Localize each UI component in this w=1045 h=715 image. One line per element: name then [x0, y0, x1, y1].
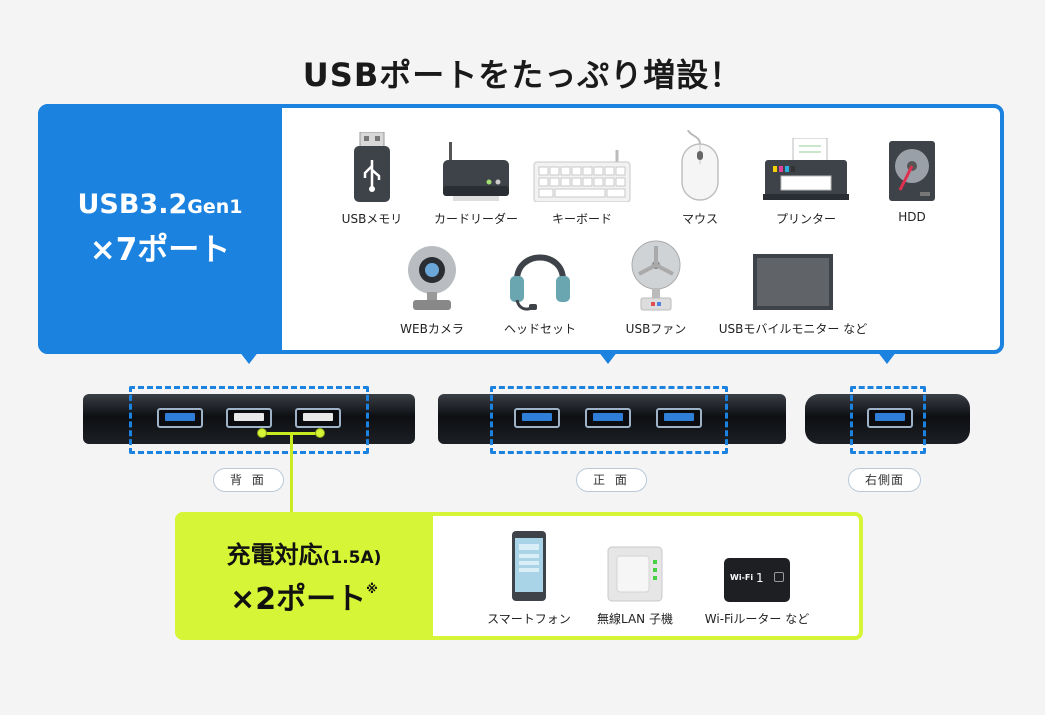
- usb-memory-icon: [354, 132, 390, 202]
- device-label: マウス: [681, 212, 718, 226]
- device-label: スマートフォン: [487, 612, 571, 626]
- router-screen-number: 1: [756, 571, 764, 585]
- device-mobile-monitor: USBモバイルモニター など: [708, 240, 878, 337]
- charge-port-marker: [257, 428, 267, 438]
- charge-port-marker: [315, 428, 325, 438]
- headline: USBポートをたっぷり増設！: [302, 56, 743, 94]
- highlight-side-port: [850, 386, 926, 454]
- device-keyboard: キーボード: [522, 130, 642, 227]
- charging-spec-label: 充電対応(1.5A) ×2ポート※: [175, 512, 433, 640]
- label-front: 正 面: [576, 468, 647, 492]
- hub-back-view: [83, 394, 415, 444]
- footnote-mark: ※: [366, 581, 378, 596]
- charging-title: 充電対応: [226, 540, 323, 569]
- device-label: USBメモリ: [341, 212, 403, 226]
- charge-connector-line: [290, 432, 293, 514]
- webcam-icon: [408, 246, 456, 310]
- usb-spec-label: USB3.2Gen1 ×7ポート: [38, 104, 282, 354]
- device-label: ヘッドセット: [503, 322, 576, 336]
- smartphone-icon: [512, 531, 546, 601]
- device-smartphone: スマートフォン: [469, 530, 589, 627]
- mobile-monitor-icon: [753, 254, 833, 310]
- usb-ports-panel: USB3.2Gen1 ×7ポート USBメモリ カードリ: [38, 104, 1004, 354]
- usb-spec-gen: Gen1: [187, 196, 243, 218]
- device-label: HDD: [898, 210, 926, 224]
- headset-icon: [510, 254, 570, 311]
- device-wifi-router: Wi-Fi 1 Wi-Fiルーター など: [687, 530, 827, 627]
- hub-side-view: [805, 394, 970, 444]
- device-label: 無線LAN 子機: [597, 612, 673, 626]
- device-label: キーボード: [551, 212, 612, 226]
- device-label: プリンター: [775, 212, 836, 226]
- pointer-front: [598, 351, 618, 364]
- wifi-router-icon: Wi-Fi 1: [724, 558, 790, 602]
- card-reader-icon: [443, 142, 509, 201]
- hdd-icon: [889, 141, 935, 201]
- device-hdd: HDD: [852, 130, 972, 224]
- usb-port-count: ×7ポート: [89, 232, 231, 268]
- usb-port: [514, 408, 560, 428]
- label-back: 背 面: [213, 468, 284, 492]
- pointer-right: [877, 351, 897, 364]
- wireless-lan-adapter-icon: [607, 546, 663, 602]
- usb-port: [157, 408, 203, 428]
- pointer-back: [239, 351, 259, 364]
- router-camera-icon: [774, 572, 784, 582]
- device-usb-memory: USBメモリ: [312, 130, 432, 227]
- device-label: USBファン: [625, 322, 687, 336]
- charging-current: (1.5A): [322, 547, 382, 568]
- highlight-front-ports: [490, 386, 728, 454]
- device-label: WEBカメラ: [400, 322, 464, 336]
- device-label: USBモバイルモニター など: [718, 322, 868, 336]
- usb-fan-icon: [631, 240, 681, 311]
- highlight-back-ports: [129, 386, 369, 454]
- device-card-reader: カードリーダー: [416, 130, 536, 227]
- keyboard-icon: [533, 150, 631, 202]
- usb-port: [656, 408, 702, 428]
- charging-port: [226, 408, 272, 428]
- charging-port: [295, 408, 341, 428]
- label-right-side: 右側面: [848, 468, 922, 492]
- device-headset: ヘッドセット: [480, 240, 600, 337]
- hub-front-view: [438, 394, 786, 444]
- device-label: Wi-Fiルーター など: [704, 612, 810, 626]
- device-mouse: マウス: [640, 130, 760, 227]
- device-printer: プリンター: [746, 130, 866, 227]
- usb-spec-version: USB3.2: [77, 189, 188, 220]
- printer-icon: [763, 138, 849, 200]
- mouse-icon: [681, 130, 719, 201]
- usb-port: [867, 408, 913, 428]
- usb-port: [585, 408, 631, 428]
- device-wireless-lan: 無線LAN 子機: [575, 530, 695, 627]
- charging-ports-panel: 充電対応(1.5A) ×2ポート※ スマートフォン 無線LAN 子機: [175, 512, 863, 640]
- device-label: カードリーダー: [433, 212, 518, 226]
- device-webcam: WEBカメラ: [372, 240, 492, 337]
- device-usb-fan: USBファン: [596, 240, 716, 337]
- router-screen-label: Wi-Fi: [730, 573, 754, 582]
- charging-port-count: ×2ポート: [230, 581, 367, 617]
